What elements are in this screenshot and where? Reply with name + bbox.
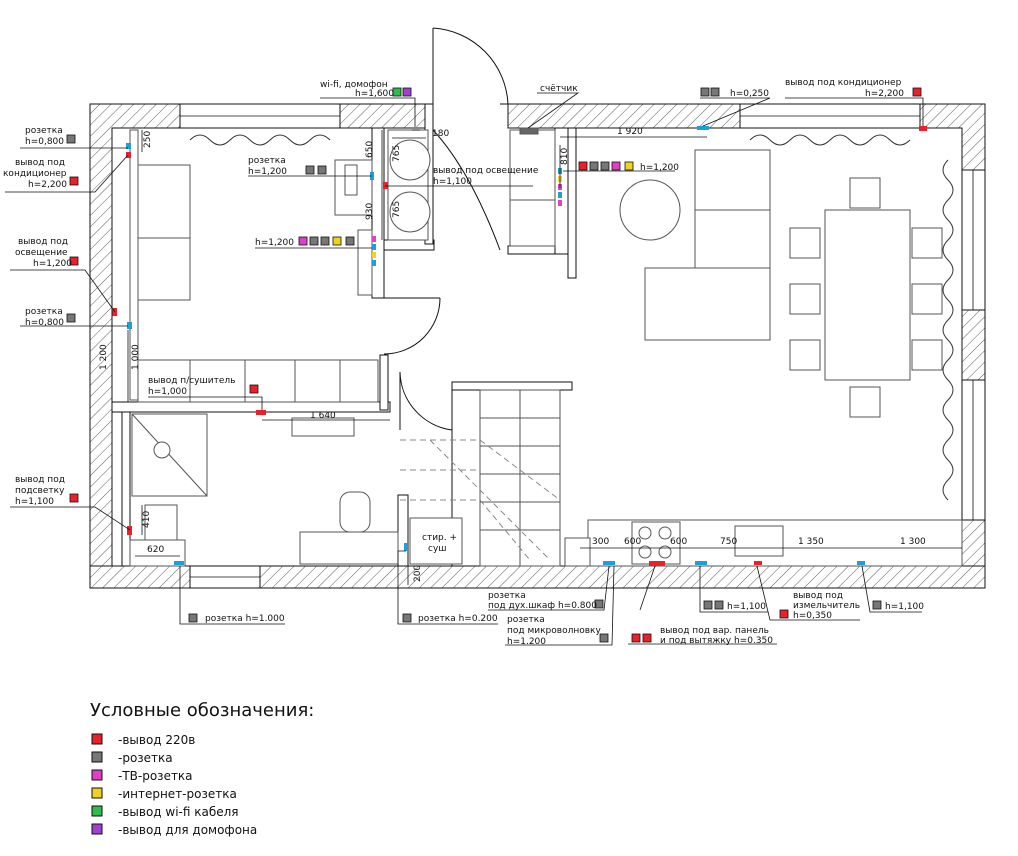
legend: Условные обозначения: -вывод 220в -розетк… — [90, 700, 314, 837]
label-tv-block: h=1,200 — [255, 238, 294, 248]
furniture — [129, 127, 963, 567]
dim-1640: 1 640 — [310, 411, 336, 421]
legend-item-label: -интернет-розетка — [118, 787, 237, 801]
symbol-boxes — [66, 87, 922, 643]
curtains — [189, 134, 954, 501]
interior-walls — [111, 103, 577, 567]
dim-600b: 600 — [670, 537, 687, 547]
dim-930: 930 — [365, 203, 375, 220]
dim-1350: 1 350 — [798, 537, 824, 547]
label-washer: стир. +суш — [422, 533, 457, 554]
legend-swatch — [91, 805, 103, 817]
dim-200: 200 — [413, 565, 423, 582]
dim-765a: 765 — [392, 145, 402, 162]
label-socket-wash: розетка h=0.200 — [418, 614, 498, 624]
dimension-lines — [111, 130, 962, 585]
dim-1300: 1 300 — [900, 537, 926, 547]
dim-750: 750 — [720, 537, 737, 547]
label-socket-bath: розетка h=1.000 — [205, 614, 285, 624]
dim-180: 180 — [432, 129, 449, 139]
label-kit-1100: h=1,100 — [727, 602, 766, 612]
dim-620: 620 — [147, 545, 164, 555]
legend-item-label: -вывод 220в — [118, 733, 195, 747]
dim-1920: 1 920 — [617, 127, 643, 137]
label-kit-1100b: h=1,100 — [885, 602, 924, 612]
dim-410: 410 — [142, 511, 152, 528]
dim-300: 300 — [592, 537, 609, 547]
legend-item-label: -розетка — [118, 751, 173, 765]
legend-swatch — [91, 769, 103, 781]
dim-600a: 600 — [624, 537, 641, 547]
label-kit-sockets: h=1,200 — [640, 163, 679, 173]
leader-lines — [5, 92, 924, 646]
legend-item-label: -вывод wi-fi кабеля — [118, 805, 239, 819]
label-socket-tr: h=0,250 — [730, 89, 769, 99]
legend-items: -вывод 220в -розетка -ТВ-розетка -интернет-… — [91, 733, 257, 837]
dim-250: 250 — [143, 131, 153, 148]
dim-1200: 1 200 — [99, 344, 109, 370]
legend-swatch — [91, 751, 103, 763]
room-door — [383, 297, 453, 431]
legend-title: Условные обозначения: — [90, 700, 314, 721]
dim-650: 650 — [365, 141, 375, 158]
legend-swatch — [91, 787, 103, 799]
label-counter: счётчик — [540, 84, 578, 94]
dim-765b: 765 — [392, 201, 402, 218]
legend-swatch — [91, 823, 103, 835]
entrance-door — [432, 27, 509, 251]
dim-810: 810 — [560, 148, 570, 165]
legend-item-label: -ТВ-розетка — [118, 769, 193, 783]
dim-1000: 1 000 — [131, 344, 141, 370]
legend-swatch — [91, 733, 103, 745]
dimension-text: 250 180 1 920 650 765 765 810 930 1 200 … — [99, 127, 926, 582]
legend-item-label: -вывод для домофона — [118, 823, 257, 837]
